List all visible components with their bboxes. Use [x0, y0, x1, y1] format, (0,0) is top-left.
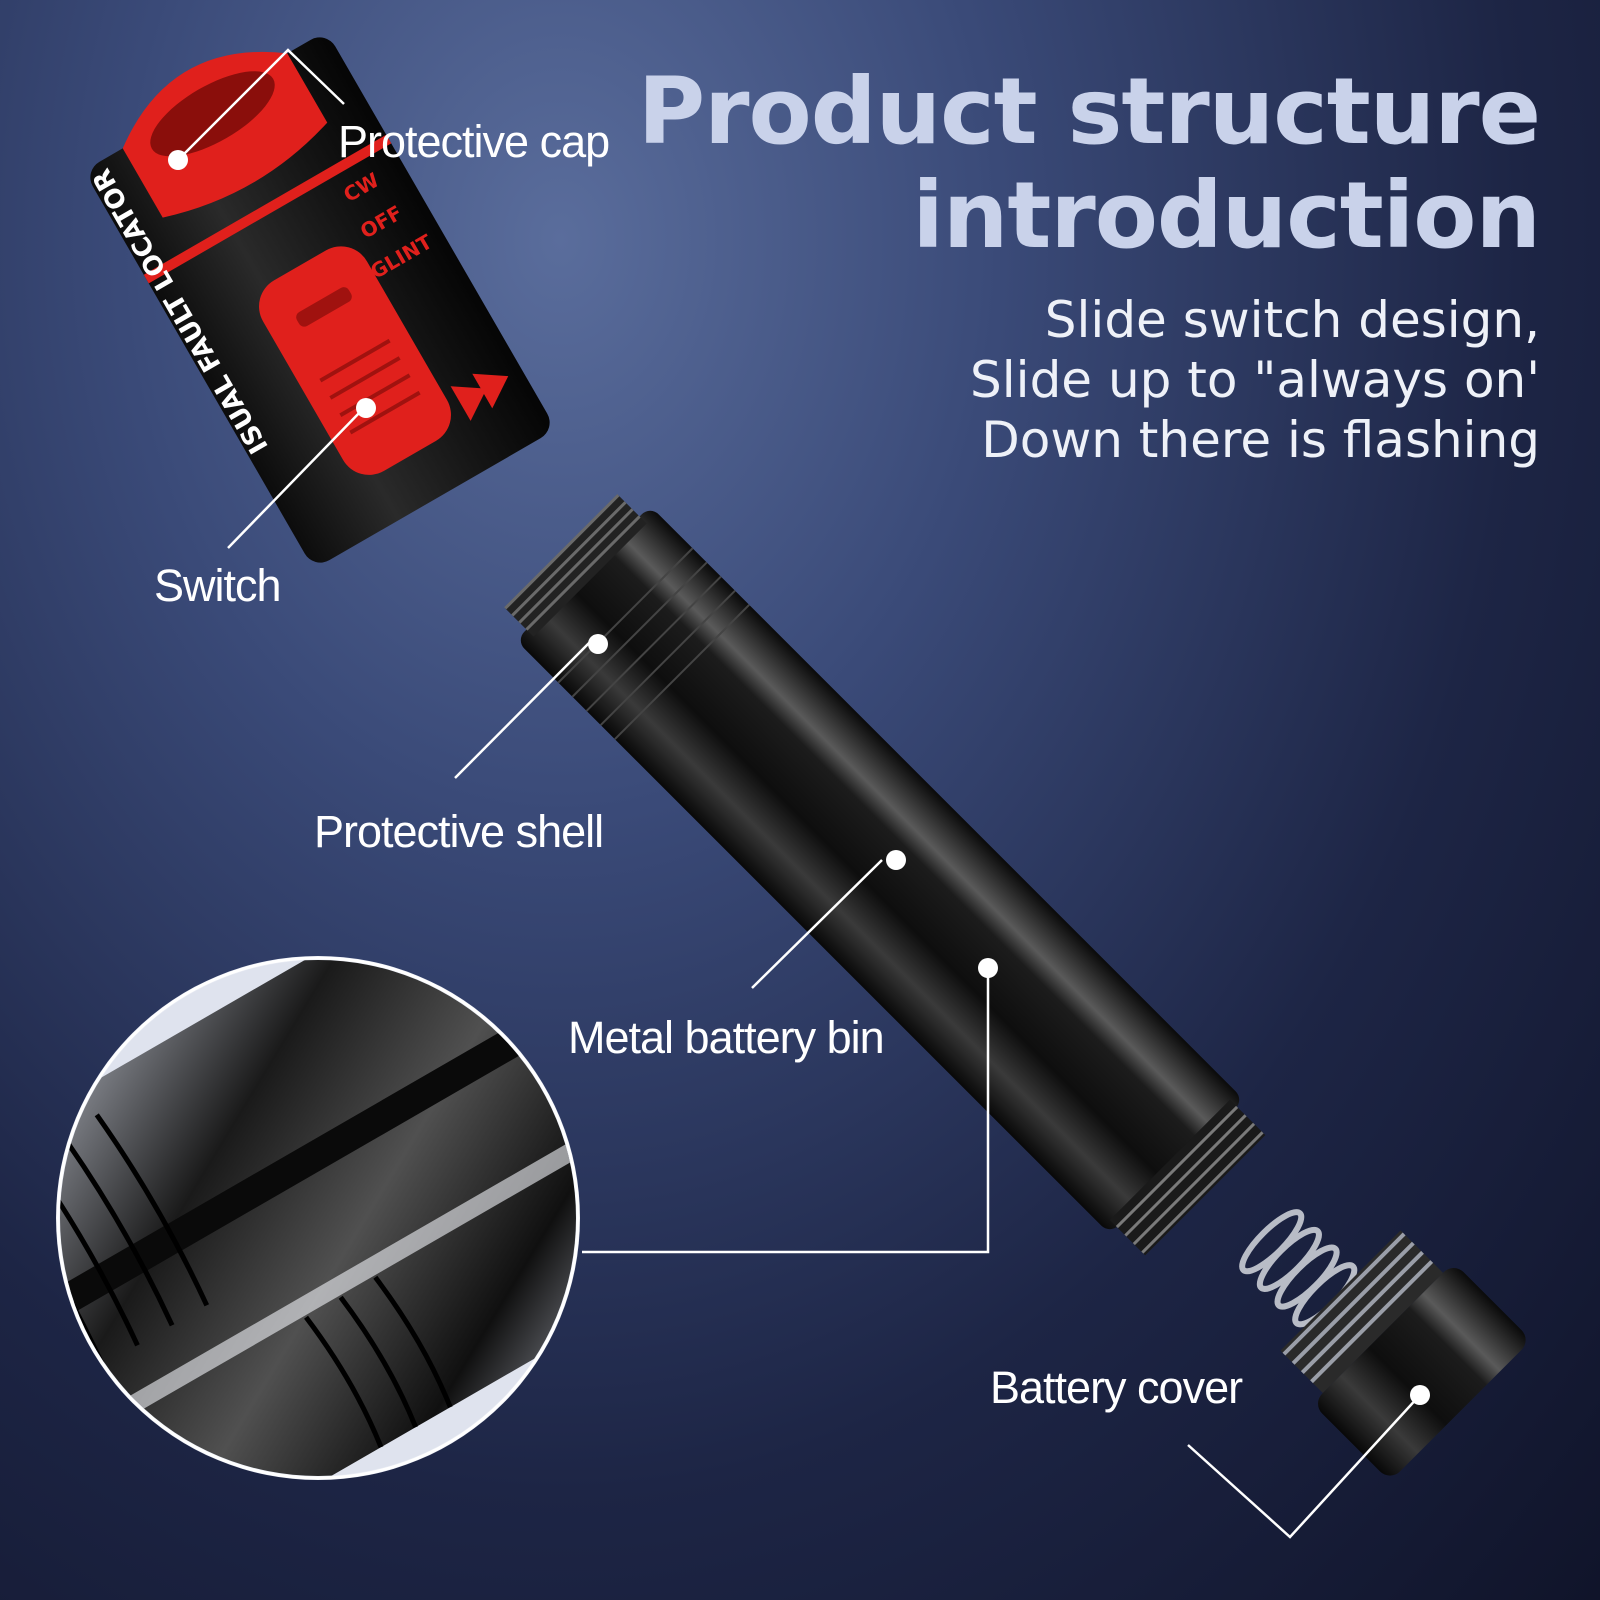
switch-label: Switch	[154, 560, 282, 611]
metal-battery-bin-dot	[886, 850, 906, 870]
description-line-2: Slide up to "always on'	[970, 351, 1540, 409]
switch-dot	[356, 398, 376, 418]
title-line-1: Product structure	[637, 58, 1541, 165]
battery-cover-dot	[1410, 1385, 1430, 1405]
detail-zoom-circle	[56, 956, 580, 1480]
callout-dots	[168, 150, 1430, 1405]
detail-dot	[978, 958, 998, 978]
protective-cap-label: Protective cap	[338, 116, 610, 167]
page-title: Product structure introduction	[637, 58, 1541, 269]
protective-shell-dot	[588, 634, 608, 654]
cap-module: ISUAL FAULT LOCATOR CW OFF GLINT	[87, 37, 550, 563]
battery-bin-body	[504, 494, 1266, 1256]
battery-cover-label: Battery cover	[990, 1362, 1243, 1413]
metal-battery-bin-label: Metal battery bin	[568, 1012, 885, 1063]
callout-lines	[177, 48, 1421, 1539]
battery-cover	[1280, 1230, 1526, 1476]
title-line-2: introduction	[912, 162, 1541, 269]
protective-cap-dot	[168, 150, 188, 170]
switch-description: Slide switch design, Slide up to "always…	[970, 290, 1540, 470]
description-line-1: Slide switch design,	[1044, 291, 1540, 349]
description-line-3: Down there is flashing	[981, 411, 1540, 469]
protective-shell-label: Protective shell	[314, 806, 604, 857]
